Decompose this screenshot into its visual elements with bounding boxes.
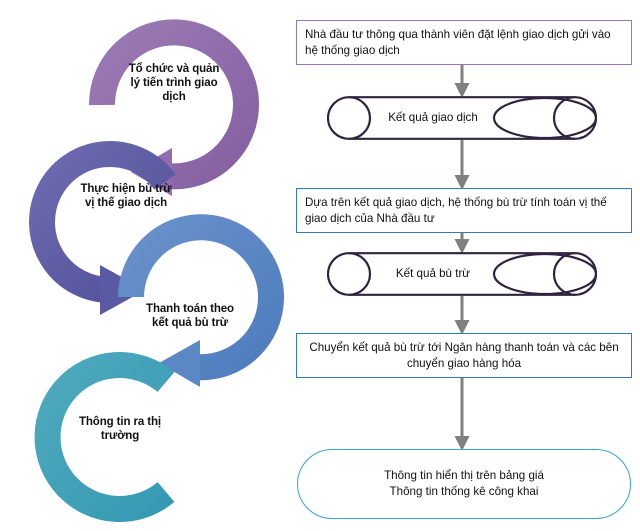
flow-node-clearing-calc[interactable]: Dựa trên kết quả giao dịch, hệ thống bù … [296,188,632,233]
cycle-label-disclosure: Thông tin ra thị trường [78,416,162,443]
cycle-label-clearing: Thực hiện bù trừ vị thế giao dịch [80,183,172,210]
flow-node-public-info[interactable]: Thông tin hiển thị trên bảng giá Thông t… [297,449,631,519]
cycle-ring-settlement [118,214,284,387]
flow-node-transfer-settlement[interactable]: Chuyển kết quả bù trừ tới Ngân hàng than… [296,333,632,378]
flow-node-transfer-settlement-text: Chuyển kết quả bù trừ tới Ngân hàng than… [309,340,619,370]
cycle-ring-organize [88,19,259,196]
cycle-ring-clearing [29,141,176,315]
role-cycle-panel: Tổ chức và quản lý tiến trình giao dịch … [0,0,290,531]
stored-data-shape-icon [327,96,597,140]
stored-data-shape-icon [327,252,597,296]
cycle-label-settlement: Thanh toán theo kết quả bù trừ [146,303,234,330]
flow-node-clearing-result[interactable]: Kết quả bù trừ [327,252,597,296]
flow-node-order-entry-text: Nhà đầu tư thông qua thành viên đặt lệnh… [305,27,611,57]
cycle-label-organize: Tổ chức và quản lý tiến trình giao dịch [128,63,220,104]
flow-node-public-info-text: Thông tin hiển thị trên bảng giá Thông t… [384,469,544,498]
flow-node-clearing-calc-text: Dựa trên kết quả giao dịch, hệ thống bù … [305,195,607,225]
flow-node-trade-result-text: Kết quả giao dịch [388,111,478,125]
cycle-ring-disclosure [34,352,175,522]
role-cycle-graphic [29,19,284,522]
flow-node-trade-result[interactable]: Kết quả giao dịch [327,96,597,140]
trading-flow-panel: Nhà đầu tư thông qua thành viên đặt lệnh… [290,0,640,531]
flow-connectors [454,65,470,451]
flow-node-clearing-result-text: Kết quả bù trừ [395,267,471,281]
flow-node-order-entry[interactable]: Nhà đầu tư thông qua thành viên đặt lệnh… [296,20,632,65]
